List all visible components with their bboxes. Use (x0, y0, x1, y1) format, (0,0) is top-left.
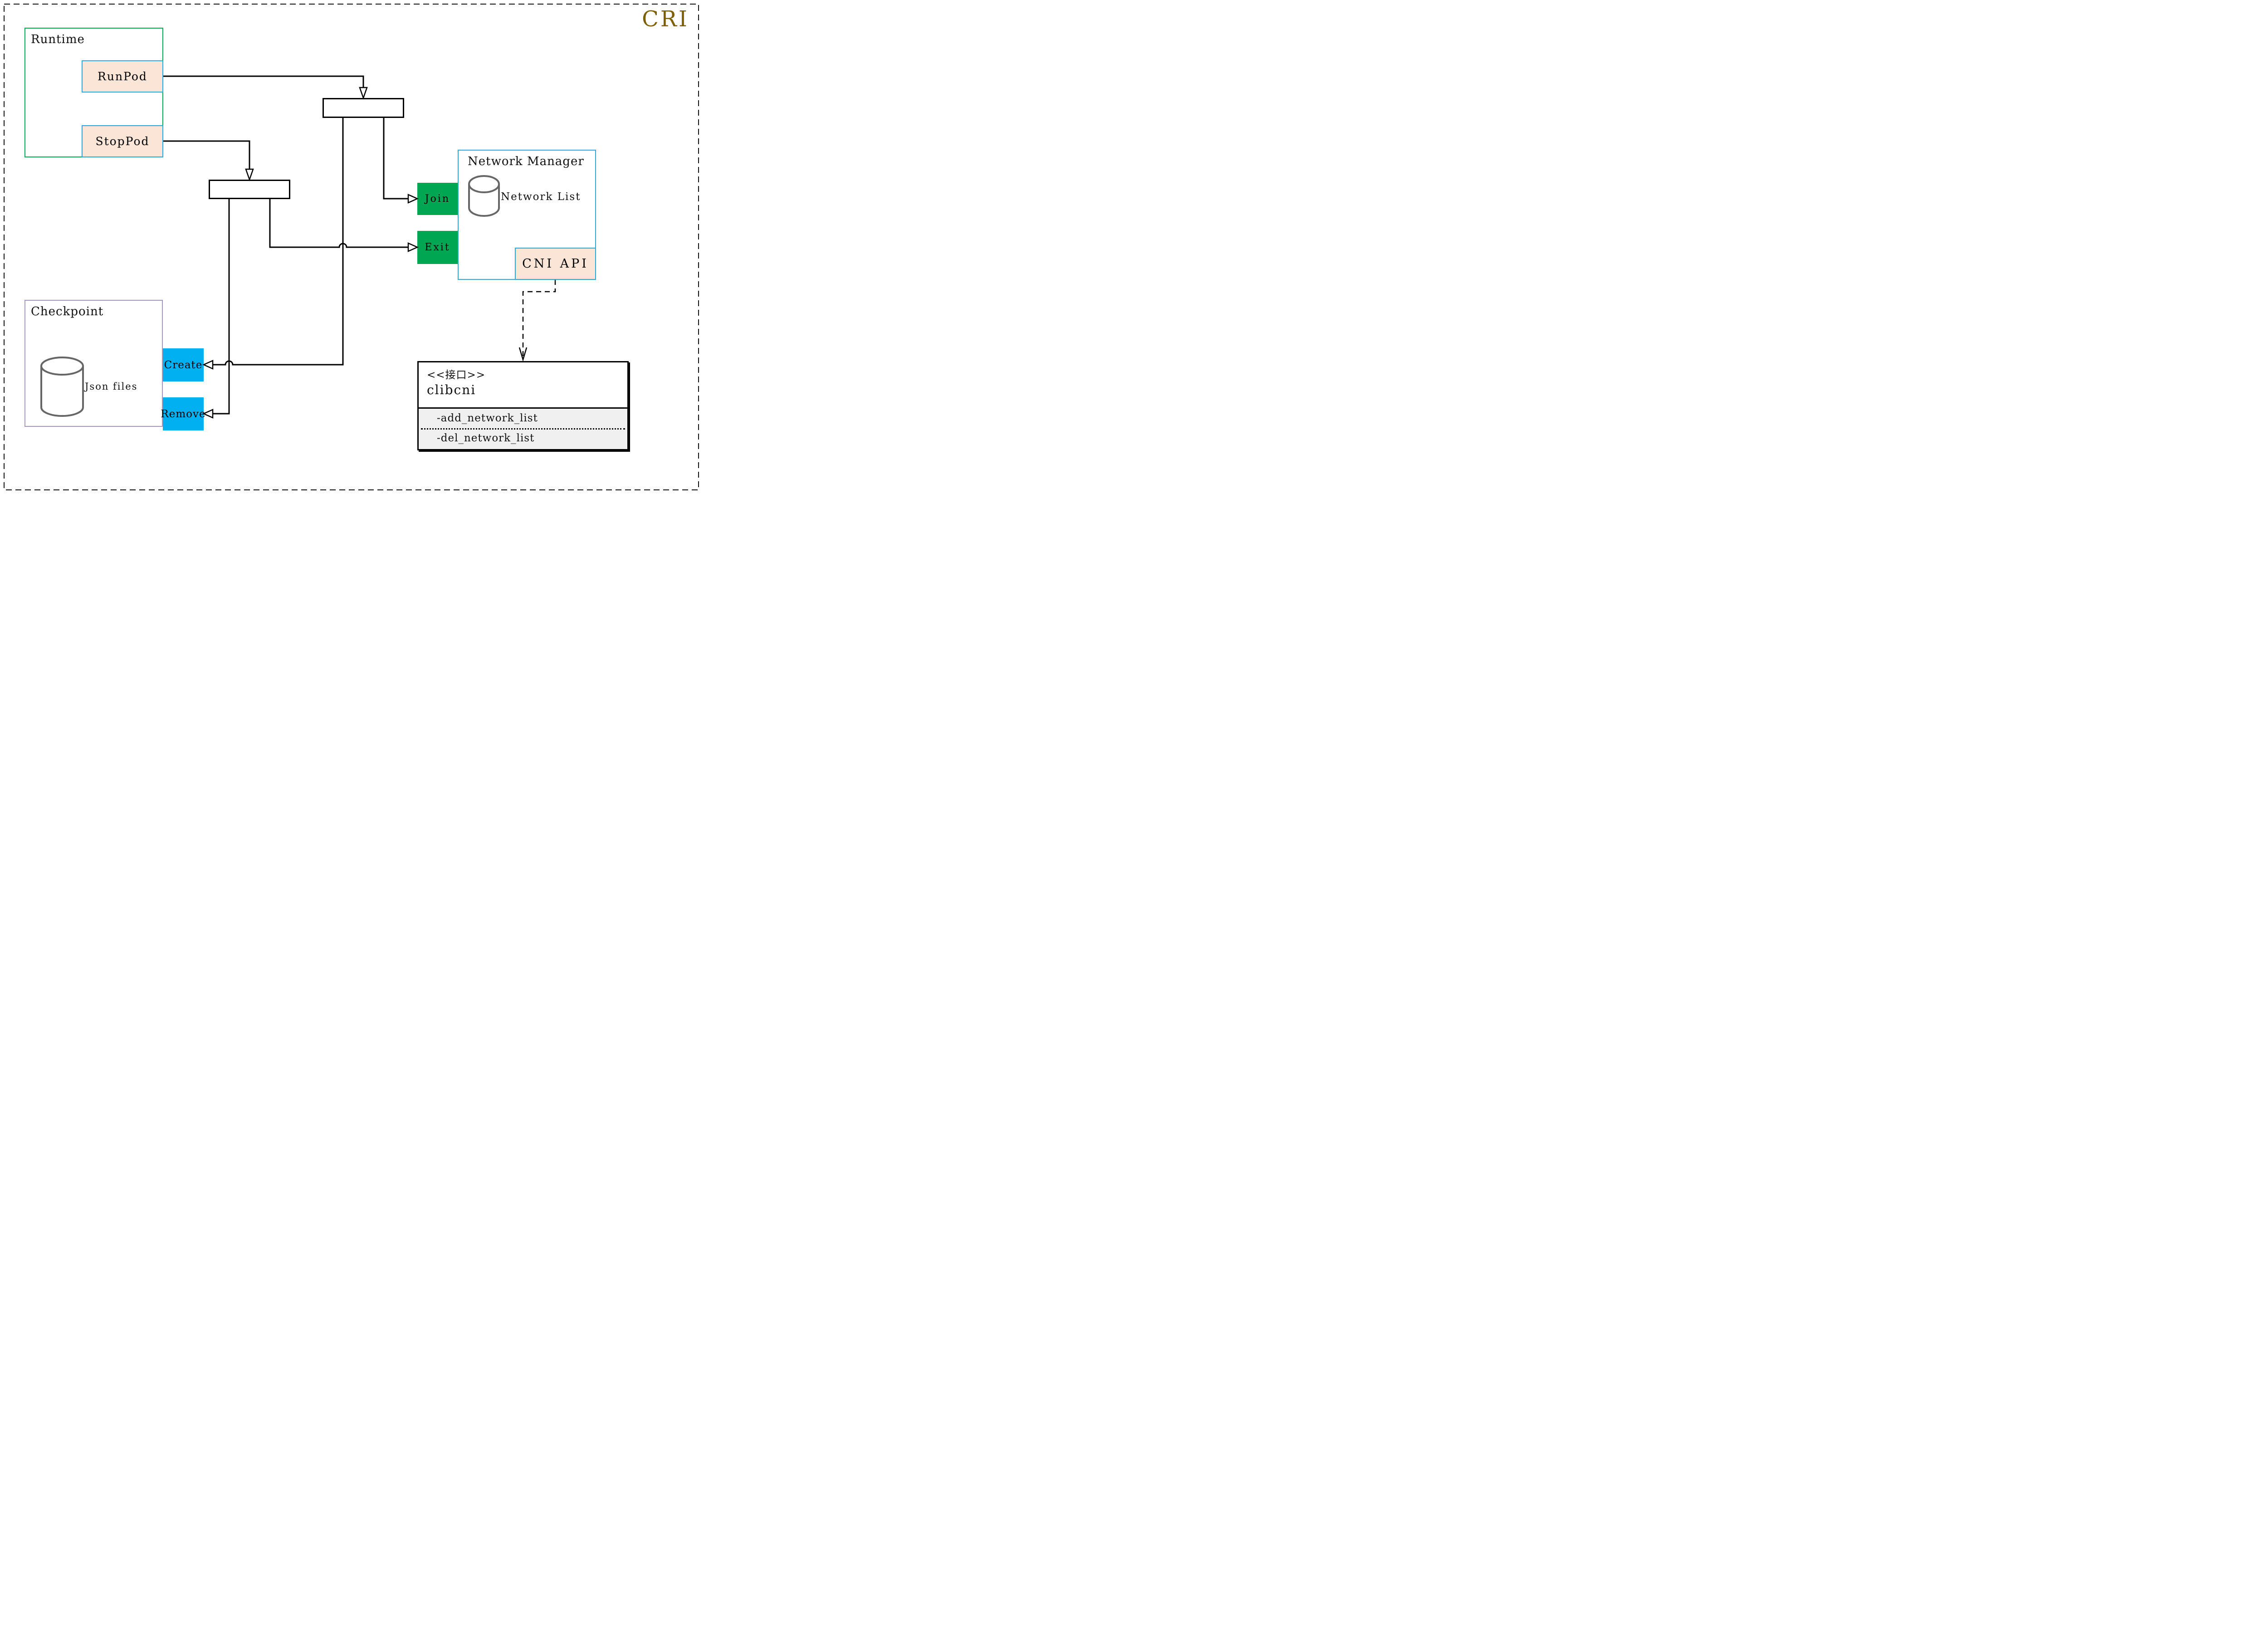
clibcni-method-del: -del_network_list (437, 432, 535, 444)
exit-node[interactable]: Exit (417, 231, 458, 264)
join-label: Join (425, 193, 450, 205)
checkpoint-group-box: Checkpoint (24, 300, 163, 427)
connector-junction-to-exit (269, 199, 419, 252)
connector-junction-to-create (202, 118, 344, 370)
cni-api-node[interactable]: CNI API (515, 248, 596, 280)
clibcni-name: clibcni (427, 382, 476, 397)
runpod-label: RunPod (98, 70, 147, 83)
network-list-label: Network List (501, 191, 581, 203)
create-node[interactable]: Create (163, 348, 204, 381)
join-node[interactable]: Join (417, 183, 458, 215)
json-files-label: Json files (85, 381, 138, 392)
stoppod-label: StopPod (95, 135, 150, 148)
diagram-title: CRI (642, 6, 689, 32)
connector-cniapi-to-clibcni (518, 280, 556, 362)
diagram-canvas: CRI Runtime RunPod StopPod Network Manag… (0, 0, 703, 494)
runpod-node[interactable]: RunPod (82, 60, 163, 93)
stoppod-node[interactable]: StopPod (82, 125, 163, 157)
cni-api-label: CNI API (522, 257, 589, 271)
runpod-junction-bar[interactable] (323, 98, 404, 118)
stoppod-junction-bar[interactable] (209, 180, 290, 199)
connector-stoppod-to-junction (163, 140, 254, 181)
checkpoint-title: Checkpoint (31, 305, 104, 318)
runtime-title: Runtime (31, 33, 85, 46)
remove-label: Remove (161, 408, 206, 420)
connector-junction-to-join (383, 118, 419, 204)
connector-junction-to-remove (202, 199, 230, 419)
clibcni-stereotype: <<接口>> (427, 369, 486, 381)
remove-node[interactable]: Remove (161, 397, 206, 430)
connector-runpod-to-junction (163, 75, 368, 100)
create-label: Create (164, 359, 203, 371)
method-separator-line (421, 428, 625, 430)
exit-label: Exit (425, 242, 450, 253)
clibcni-interface-box[interactable]: <<接口>> clibcni -add_network_list -del_ne… (417, 361, 629, 450)
network-manager-title: Network Manager (468, 155, 584, 168)
clibcni-methods-section: -add_network_list -del_network_list (419, 407, 627, 449)
clibcni-method-add: -add_network_list (437, 412, 538, 424)
